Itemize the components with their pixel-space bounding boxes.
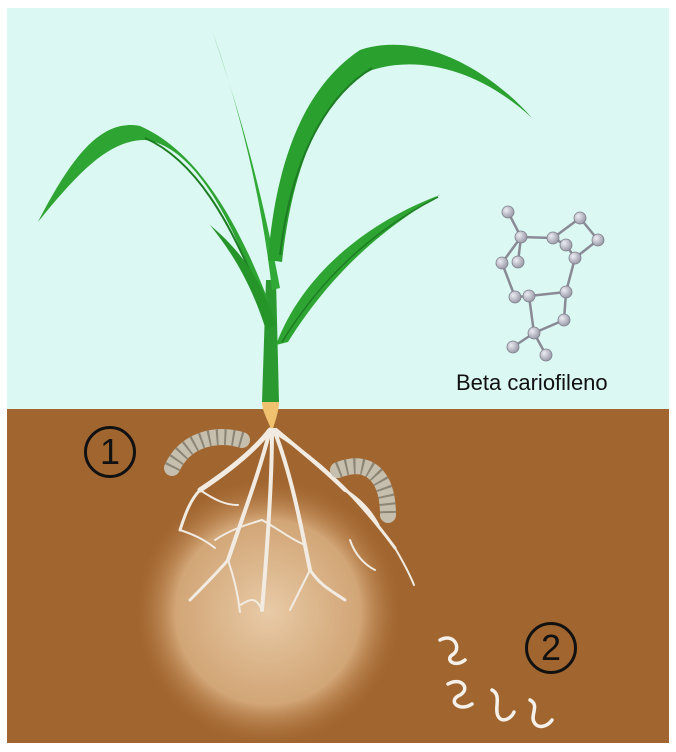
marker-2: 2 xyxy=(525,622,577,674)
molecule-label: Beta cariofileno xyxy=(456,370,608,396)
marker-1: 1 xyxy=(84,426,136,478)
